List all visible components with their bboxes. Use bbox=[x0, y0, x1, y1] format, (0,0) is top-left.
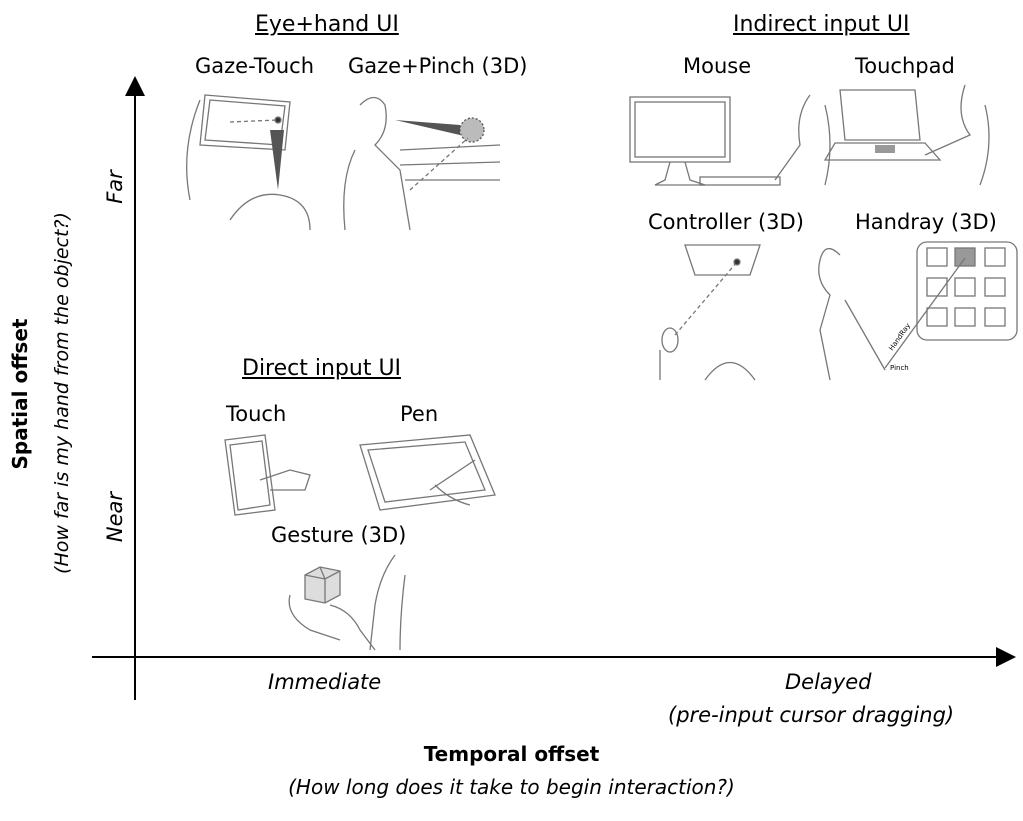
gaze-pinch-label: Gaze+Pinch (3D) bbox=[348, 54, 528, 78]
touch-pen-illustration bbox=[224, 434, 496, 516]
controller-label: Controller (3D) bbox=[648, 210, 804, 234]
indirect-title: Indirect input UI bbox=[733, 12, 910, 37]
y-axis-title: Spatial offset bbox=[8, 318, 32, 470]
x-axis-title: Temporal offset bbox=[423, 742, 600, 766]
mouse-touchpad-illustration bbox=[629, 84, 990, 186]
delayed-note: (pre-input cursor dragging) bbox=[668, 703, 955, 727]
near-label: Near bbox=[103, 491, 127, 543]
gesture-label: Gesture (3D) bbox=[271, 523, 407, 547]
direct-title: Direct input UI bbox=[242, 356, 402, 381]
eye-hand-illustration bbox=[186, 94, 501, 231]
far-label: Far bbox=[103, 170, 127, 204]
y-axis-subtitle: (How far is my hand from the object?) bbox=[51, 212, 73, 574]
handray-label: Handray (3D) bbox=[855, 210, 997, 234]
immediate-label: Immediate bbox=[268, 670, 382, 694]
x-axis-subtitle: (How long does it take to begin interact… bbox=[288, 775, 735, 799]
pinch-label: Pinch bbox=[890, 364, 909, 372]
delayed-label: Delayed bbox=[785, 670, 872, 694]
pen-label: Pen bbox=[400, 402, 439, 426]
gesture-illustration bbox=[288, 554, 406, 651]
mouse-label: Mouse bbox=[683, 54, 752, 78]
gaze-touch-label: Gaze-Touch bbox=[195, 54, 315, 78]
controller-handray-illustration bbox=[659, 241, 1018, 381]
touch-label: Touch bbox=[226, 402, 287, 426]
touchpad-label: Touchpad bbox=[855, 54, 955, 78]
eye-hand-title: Eye+hand UI bbox=[255, 12, 399, 37]
